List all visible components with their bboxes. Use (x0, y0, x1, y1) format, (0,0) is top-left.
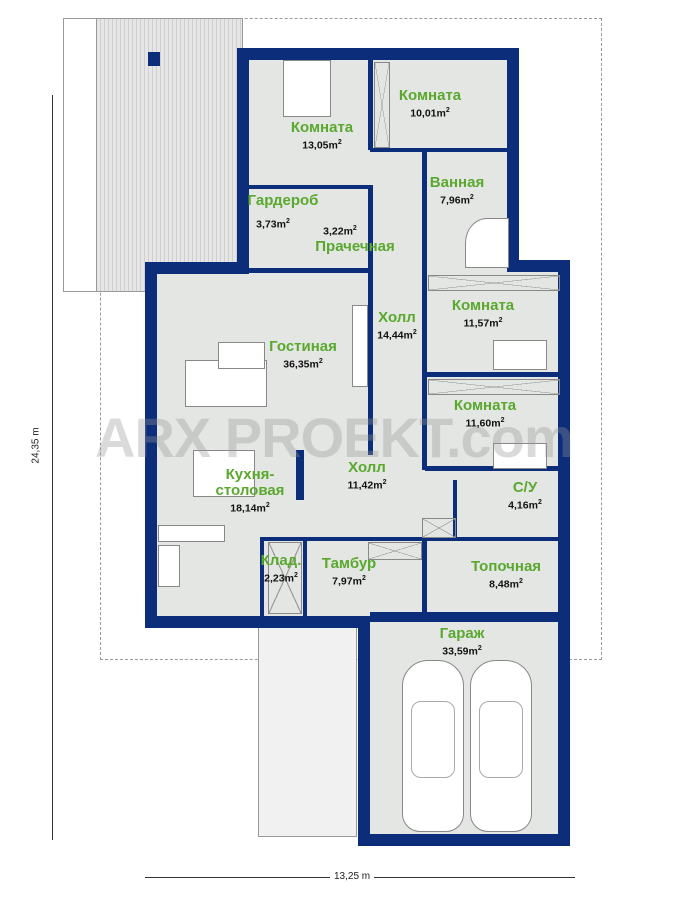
room-name: Комната (290, 119, 354, 136)
room-label: С/У 4,16m2 (508, 480, 542, 513)
room-area: 11,42m2 (347, 479, 387, 492)
room-label: Гараж 33,59m2 (440, 626, 485, 659)
wall (507, 260, 569, 272)
room-area: 36,35m2 (283, 358, 323, 371)
car (402, 660, 464, 832)
wall (145, 262, 245, 274)
room-label: Топочная 8,48m2 (471, 559, 541, 592)
kitchen-unit (158, 545, 180, 587)
room-label: Гардероб 3,73m2 (248, 193, 319, 232)
wall (237, 48, 249, 274)
room-area: 11,57m2 (463, 317, 503, 330)
bathtub (465, 218, 509, 268)
room-name: Прачечная (315, 237, 395, 255)
room-name: Холл (378, 309, 416, 326)
room-area: 11,60m2 (465, 417, 505, 430)
room-name: Комната (398, 87, 462, 104)
room-name: Ванная (429, 174, 485, 191)
room-label: Ванная 7,96m2 (430, 175, 484, 208)
room-area: 33,59m2 (442, 645, 482, 658)
room-name: Клад. (260, 552, 302, 569)
room-area: 10,01m2 (410, 107, 450, 120)
wall (260, 537, 264, 617)
wall (262, 537, 562, 541)
room-name: Комната (453, 397, 517, 414)
room-label: Холл 14,44m2 (377, 310, 417, 343)
wall (237, 48, 519, 60)
wardrobe (428, 275, 560, 291)
wall (422, 150, 427, 270)
room-label: Комната 11,60m2 (454, 398, 516, 431)
room-label: Гостиная 36,35m2 (269, 339, 337, 372)
wardrobe (268, 542, 302, 614)
wall (368, 60, 373, 150)
wall (507, 48, 519, 270)
wall (422, 540, 427, 618)
wardrobe (422, 518, 456, 538)
wall (425, 372, 565, 377)
wall (245, 185, 370, 189)
room-area: 3,73m2 (256, 218, 290, 231)
room-area: 8,48m2 (489, 578, 523, 591)
wall (303, 540, 307, 618)
dining-table (193, 450, 255, 497)
room-label: Холл 11,42m2 (348, 460, 387, 493)
room-area: 7,96m2 (440, 194, 474, 207)
room-label: Тамбур 7,97m2 (322, 556, 376, 589)
wall (370, 612, 570, 622)
room-name: Гараж (439, 625, 485, 642)
room-area: 14,44m2 (377, 329, 417, 342)
wall (358, 616, 370, 846)
room-name: Гардероб (247, 192, 319, 209)
bed (283, 60, 331, 117)
room-label: Комната 10,01m2 (399, 88, 461, 121)
wall (370, 148, 510, 152)
room-name: Холл (348, 459, 386, 476)
bed (493, 443, 547, 469)
car (470, 660, 532, 832)
wardrobe (374, 62, 390, 148)
room-label: Комната 13,05m2 (291, 120, 353, 153)
wall (422, 270, 427, 470)
height-dimension-label: 24,35 m (30, 427, 42, 464)
height-dimension-line (52, 95, 53, 840)
room-area: 18,14m2 (230, 502, 270, 515)
wall (558, 260, 570, 845)
bed (493, 340, 547, 370)
room-area: 7,97m2 (332, 575, 366, 588)
wall (368, 185, 373, 275)
room-label: Клад. 2,23m2 (261, 553, 302, 586)
room-label: Комната 11,57m2 (452, 298, 514, 331)
room-name: С/У (512, 479, 538, 496)
width-dimension-label: 13,25 m (330, 871, 375, 882)
tv-stand (352, 305, 368, 387)
kitchen-counter (158, 525, 225, 542)
wall (145, 616, 370, 628)
room-area: 13,05m2 (302, 139, 342, 152)
wall (296, 450, 304, 500)
terrace-edge (63, 18, 97, 292)
coffee-table (218, 342, 265, 369)
wardrobe (428, 379, 560, 395)
room-name: Комната (451, 297, 515, 314)
room-area: 3,22m2 (323, 225, 357, 238)
wardrobe (368, 542, 422, 560)
room-name: Гостиная (269, 338, 337, 355)
room-area: 4,16m2 (508, 499, 542, 512)
room-label: Кухня- столовая 18,14m2 (216, 467, 285, 516)
room-name: Кухня- столовая (215, 466, 285, 499)
wall (453, 480, 457, 538)
wall (358, 834, 570, 846)
wall (145, 262, 157, 627)
room-area: 2,23m2 (264, 572, 298, 585)
wall (368, 275, 373, 455)
terrace-column (148, 52, 160, 66)
room-name: Тамбур (321, 555, 377, 572)
porch (258, 625, 357, 837)
wall (245, 268, 373, 273)
watermark: ARX PROEKT.com (95, 406, 574, 469)
room-name: Топочная (470, 558, 542, 575)
